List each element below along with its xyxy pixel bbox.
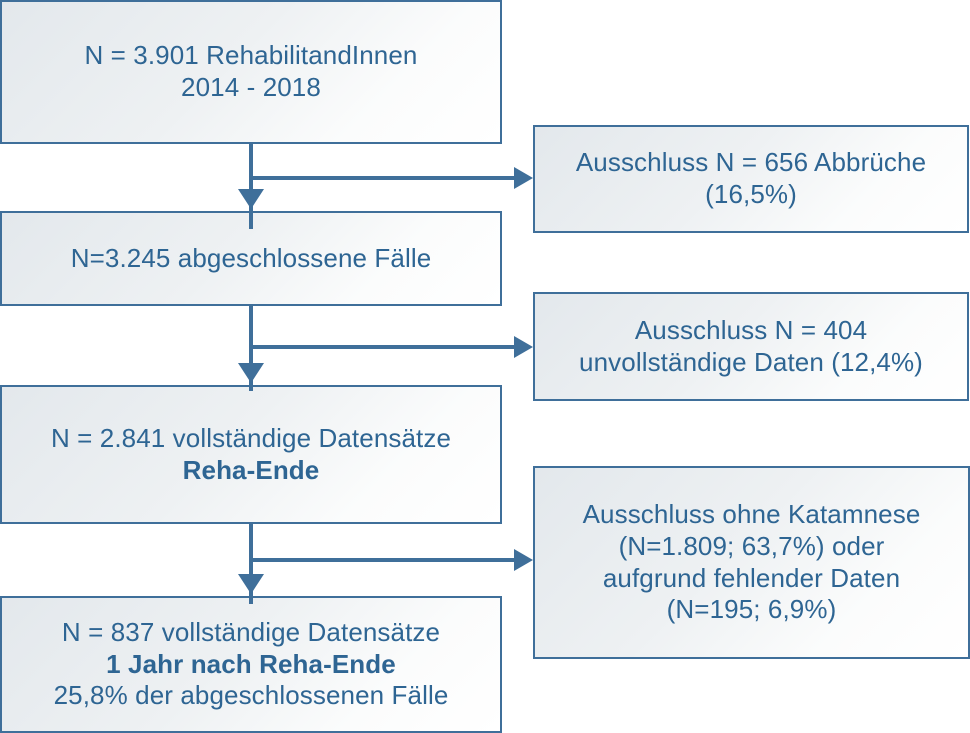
flow-node-complete-datasets-reha-end: N = 2.841 vollständige Datensätze Reha-E… (0, 385, 502, 524)
arrow-down-icon (238, 574, 264, 594)
node-line: aufgrund fehlender Daten (602, 562, 901, 593)
node-line: 25,8% der abgeschlossenen Fälle (53, 680, 449, 711)
connector-horizontal-line (251, 558, 514, 562)
node-line: Ausschluss N = 656 Abbrüche (575, 147, 927, 178)
node-line: N = 2.841 vollständige Datensätze (50, 422, 452, 453)
connector-horizontal-line (251, 345, 514, 349)
node-line: Ausschluss ohne Katamnese (582, 499, 921, 530)
node-line: N=3.245 abgeschlossene Fälle (70, 242, 432, 273)
connector-vertical-line (249, 524, 253, 604)
arrow-right-icon (514, 336, 533, 358)
node-line: N = 837 vollständige Datensätze (61, 616, 441, 647)
node-line: (N=1.809; 63,7%) oder (618, 530, 885, 561)
flow-node-cohort-total: N = 3.901 RehabilitandInnen 2014 - 2018 (0, 0, 502, 144)
arrow-right-icon (514, 549, 533, 571)
node-line: 2014 - 2018 (181, 72, 321, 102)
flow-node-exclusion-incomplete-data: Ausschluss N = 404 unvollständige Daten … (533, 292, 969, 401)
arrow-down-icon (238, 189, 264, 209)
arrow-down-icon (238, 363, 264, 383)
flow-node-exclusion-no-followup: Ausschluss ohne Katamnese (N=1.809; 63,7… (533, 466, 970, 659)
node-line: N = 3.901 RehabilitandInnen (84, 40, 418, 71)
node-line-emphasis: Reha-Ende (182, 454, 320, 485)
node-line: (16,5%) (705, 179, 797, 209)
node-line-emphasis: 1 Jahr nach Reha-Ende (106, 648, 396, 679)
node-line: unvollständige Daten (12,4%) (579, 346, 923, 377)
flow-node-exclusion-dropouts: Ausschluss N = 656 Abbrüche (16,5%) (533, 125, 969, 233)
arrow-right-icon (514, 167, 533, 189)
connector-horizontal-line (251, 176, 514, 180)
node-line: (N=195; 6,9%) (666, 594, 837, 625)
node-line: Ausschluss N = 404 (634, 314, 868, 345)
connector-vertical-line (249, 144, 253, 229)
flow-node-complete-datasets-one-year: N = 837 vollständige Datensätze 1 Jahr n… (0, 596, 502, 733)
